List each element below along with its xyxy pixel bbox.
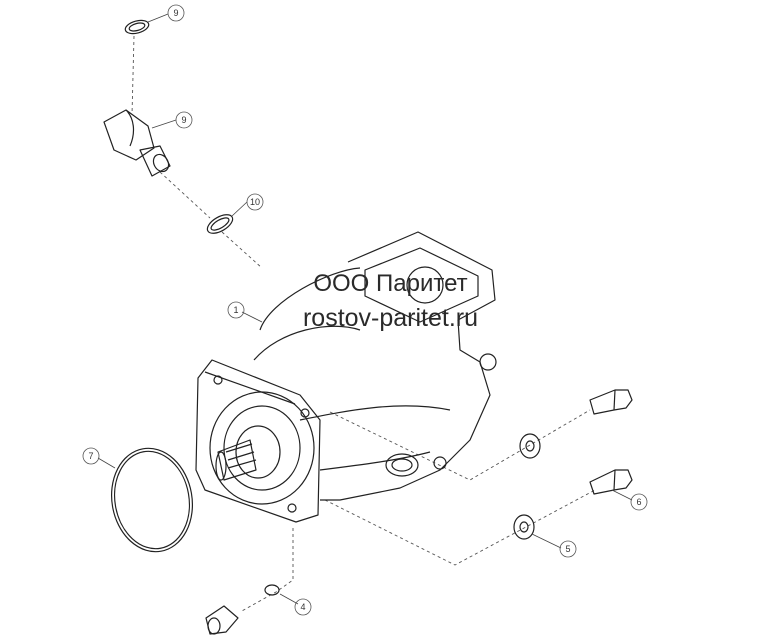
callout-label-4: 4	[300, 602, 305, 612]
seal-part-4	[264, 584, 280, 596]
callout-label-5: 5	[565, 544, 570, 554]
callout-label-6: 6	[636, 497, 641, 507]
washer-part-5-upper	[519, 433, 541, 459]
elbow-fitting-part-8	[103, 109, 171, 177]
callout-label-1: 1	[233, 305, 238, 315]
assembly-lines	[131, 35, 596, 613]
oring-part-7	[110, 447, 194, 553]
callout-label-9: 9	[173, 8, 178, 18]
washer-part-5-lower	[513, 514, 535, 540]
callout-circles	[82, 4, 648, 616]
pump-housing-part-1	[253, 231, 497, 501]
plug-fitting	[205, 605, 239, 635]
drive-shaft	[215, 439, 257, 481]
oring-part-9	[124, 19, 150, 35]
oring-part-10	[206, 214, 234, 234]
watermark-company: ООО Паритет	[313, 270, 468, 297]
callout-label-8: 9	[181, 115, 186, 125]
callout-leaders	[97, 13, 633, 605]
watermark-url: rostov-paritet.ru	[302, 304, 479, 332]
callout-label-7: 7	[88, 451, 93, 461]
bolt-part-6-lower	[589, 469, 633, 495]
bolt-part-6-upper	[589, 389, 633, 415]
callout-label-10b: 10	[250, 197, 260, 207]
flange-plate	[195, 359, 321, 523]
